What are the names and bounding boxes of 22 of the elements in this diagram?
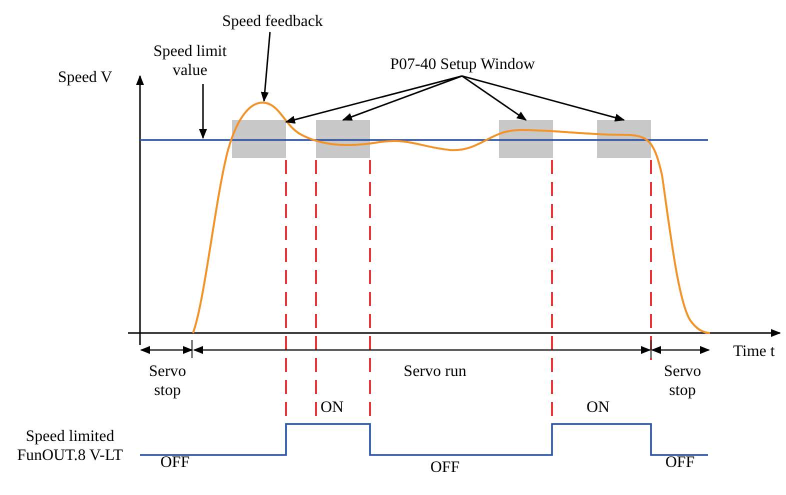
leader-arrow — [285, 75, 462, 124]
speed-curve — [192, 102, 710, 334]
state-label: ON — [319, 398, 345, 417]
phase-label: Servo run — [402, 362, 468, 381]
state-label: OFF — [159, 453, 191, 472]
signal-name: Speed limited FunOUT.8 V-LT — [16, 427, 124, 465]
annotation-text: Speed feedback — [205, 12, 340, 31]
annotation-text: Speed limit value — [150, 42, 230, 80]
phase-label: Servo stop — [662, 362, 702, 400]
state-label: OFF — [429, 458, 461, 477]
speed-limit-line — [140, 139, 708, 141]
leader-arrow — [199, 84, 207, 139]
state-label: ON — [585, 398, 611, 417]
leader-arrow — [462, 75, 527, 121]
leader-arrow — [342, 75, 462, 121]
axis-label: Speed V — [56, 68, 114, 87]
state-label: OFF — [664, 453, 696, 472]
phase-label: Servo stop — [148, 362, 188, 400]
leader-arrow — [462, 75, 625, 122]
annotation-text: P07-40 Setup Window — [355, 55, 570, 74]
leader-arrow — [260, 32, 271, 102]
axis-label: Time t — [732, 342, 776, 361]
